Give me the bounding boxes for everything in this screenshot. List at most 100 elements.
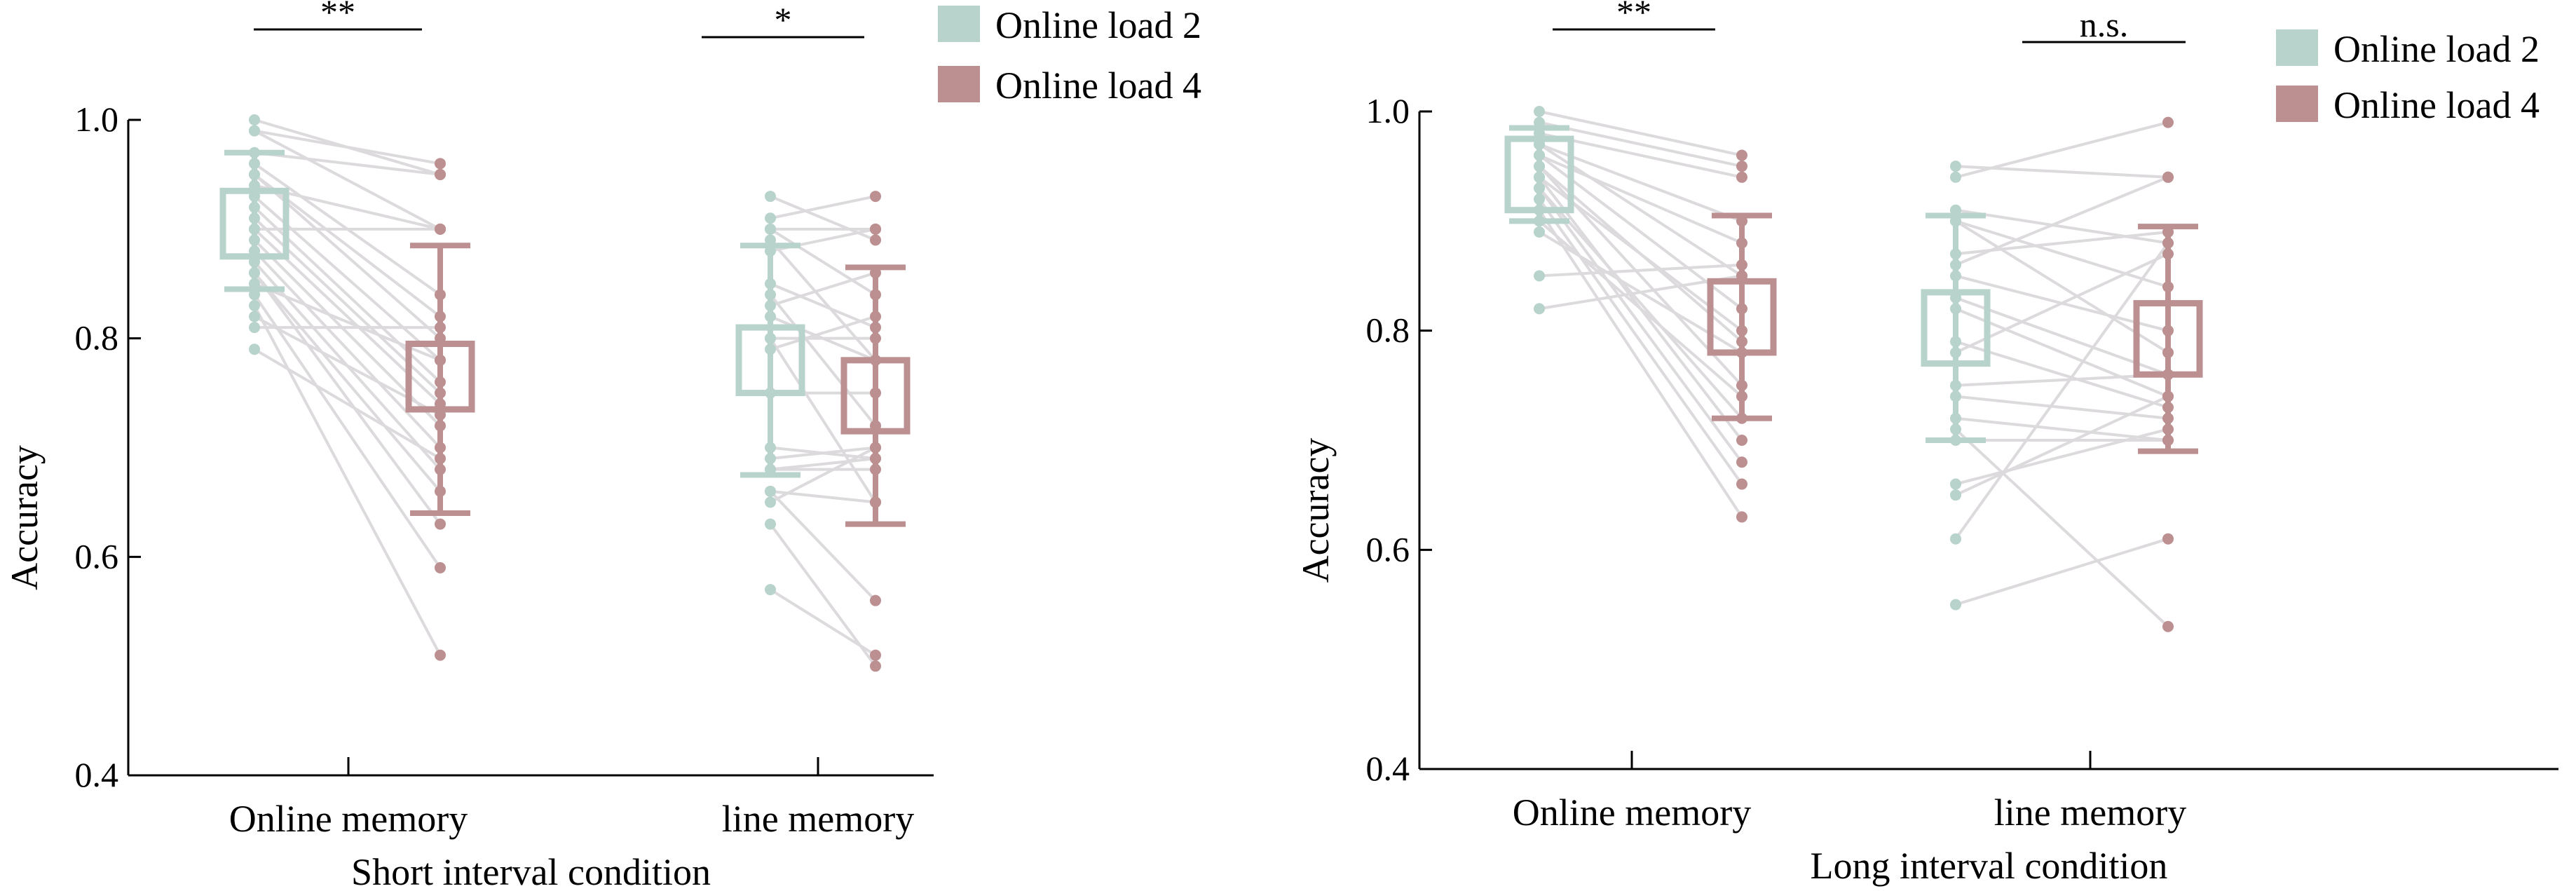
paired-line [770,446,876,461]
data-point-load2 [1950,215,1961,227]
data-point-load4 [870,594,881,606]
data-point-load2 [1950,599,1961,611]
data-point-load2 [249,344,260,355]
data-point-load4 [870,496,881,508]
data-point-load2 [765,387,776,399]
data-point-load2 [1534,193,1545,205]
data-point-load4 [1736,379,1747,391]
paired-line [254,129,441,165]
paired-line [1954,242,2169,540]
y-tick-label: 1.0 [75,100,119,139]
legend-label: Online load 2 [995,4,1201,46]
legend-swatch-load2 [938,6,980,42]
data-point-load2 [249,179,260,191]
legend-swatch-load4 [2276,86,2318,122]
data-point-load4 [870,660,881,672]
data-point-load4 [1736,456,1747,468]
data-point-load2 [1950,161,1961,172]
data-point-load2 [249,168,260,180]
data-point-load2 [1950,346,1961,358]
data-point-load4 [2162,116,2174,128]
paired-line [254,151,441,176]
data-point-load2 [1950,412,1961,424]
paired-line [1954,219,2169,354]
paired-line [1955,296,2169,376]
paired-line [770,457,876,471]
paired-line [1538,187,1743,463]
paired-line [1955,252,2169,354]
data-point-load2 [249,114,260,125]
data-point-load4 [2162,346,2174,358]
data-point-load2 [1534,161,1545,172]
paired-line [1955,373,2169,387]
x-axis-title: Short interval condition [351,851,711,887]
legend-label: Online load 4 [995,64,1201,107]
data-point-load4 [435,387,446,399]
data-point-load4 [435,518,446,530]
data-point-load4 [870,387,881,399]
data-point-load2 [249,125,260,137]
y-tick-label: 0.6 [1366,529,1410,569]
y-tick-label: 1.0 [1366,91,1410,130]
data-point-load4 [2162,533,2174,545]
data-point-load4 [435,289,446,301]
paired-line [769,588,877,657]
data-point-load4 [2162,369,2174,381]
data-point-load4 [435,562,446,573]
data-point-load2 [1534,128,1545,140]
paired-line [1955,208,2169,245]
data-point-load2 [249,278,260,290]
paired-line [1955,428,2169,486]
paired-line [253,348,442,460]
data-point-load4 [1736,161,1747,172]
data-point-load4 [870,289,881,301]
data-point-load4 [435,332,446,344]
paired-line [1538,198,1743,485]
data-point-load2 [1950,379,1961,391]
data-point-load4 [2162,325,2174,336]
data-point-load4 [2162,620,2174,632]
data-point-load4 [2162,281,2174,293]
data-point-load2 [1534,182,1545,194]
data-point-load2 [1950,489,1961,501]
data-point-load4 [870,453,881,465]
data-point-load4 [435,442,446,454]
y-tick-label: 0.6 [75,536,119,576]
data-point-load2 [765,442,776,454]
legend-swatch-load2 [2276,29,2318,66]
data-point-load2 [249,322,260,334]
paired-line [1955,175,2169,266]
data-point-load2 [765,289,776,301]
paired-line [770,271,876,307]
paired-line [253,271,442,525]
significance-label: * [775,0,792,39]
data-point-load2 [249,191,260,203]
data-point-load4 [870,332,881,344]
data-point-load4 [2162,171,2174,183]
data-point-load4 [1736,346,1747,358]
x-tick-label: Online memory [1513,791,1751,834]
data-point-load2 [765,299,776,311]
data-point-load4 [435,158,446,170]
data-point-load4 [870,311,881,322]
x-tick-label: Online memory [229,798,468,840]
paired-line [769,239,877,362]
data-point-load2 [1950,204,1961,216]
data-point-load4 [870,649,881,661]
y-axis-title: Accuracy [1295,438,1337,583]
data-point-load4 [870,420,881,432]
paired-line [1955,395,2169,496]
data-point-load4 [435,453,446,465]
data-point-load4 [2162,423,2174,435]
data-point-load4 [435,485,446,497]
data-point-load2 [1950,435,1961,446]
data-point-load2 [1950,292,1961,304]
data-point-load2 [1534,204,1545,216]
data-point-load4 [435,398,446,410]
paired-line [769,337,877,503]
data-point-load2 [249,223,260,235]
data-point-load2 [249,147,260,158]
paired-line [769,228,877,297]
